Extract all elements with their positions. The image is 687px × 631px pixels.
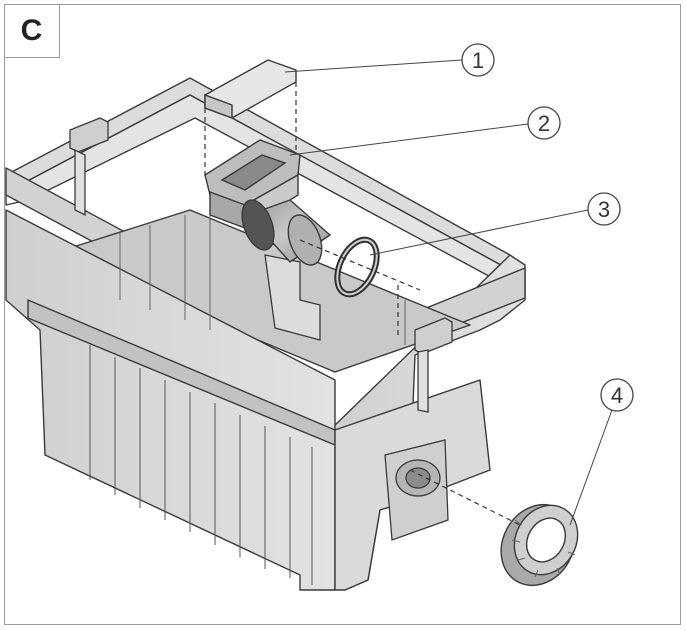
side-port: [384, 439, 449, 541]
part-4-lock-nut: [500, 503, 579, 587]
callout-2: 2: [527, 106, 561, 140]
rim-clip-left: [69, 117, 109, 217]
inner-bracket: [264, 254, 321, 341]
panel-letter: C: [20, 13, 43, 47]
part-3-o-ring: [334, 236, 380, 298]
panel-label-box: C: [4, 4, 60, 58]
callout-number-4: 4: [611, 383, 623, 408]
callout-1: 1: [461, 43, 495, 77]
leader-lines: [284, 59, 613, 526]
callout-number-2: 2: [538, 111, 550, 136]
callout-3: 3: [587, 192, 621, 226]
inner-ribs: [119, 210, 406, 345]
callout-number-1: 1: [472, 48, 484, 73]
rim-clip-right: [414, 317, 453, 413]
part-1-cover-plate: [204, 59, 297, 120]
box-ribs: [89, 345, 313, 585]
callout-4: 4: [600, 378, 634, 412]
assembly-guides: [204, 82, 521, 526]
callout-number-3: 3: [598, 197, 610, 222]
pipe-cylinder: [241, 199, 332, 266]
